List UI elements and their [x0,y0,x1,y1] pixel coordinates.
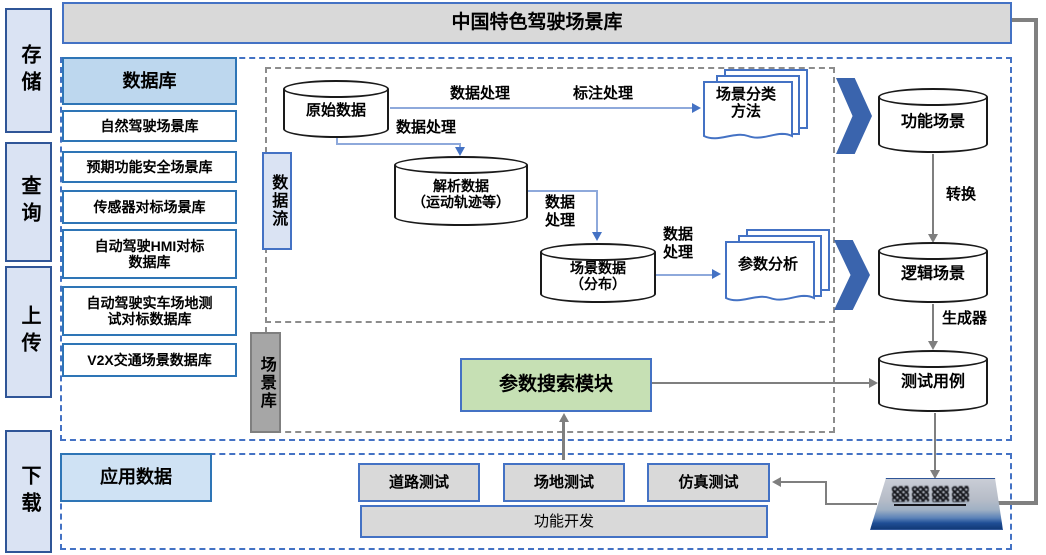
arrowhead [869,378,878,388]
database-item-field-test-benchmark: 自动驾驶实车场地测 试对标数据库 [62,286,237,336]
arrow-raw-to-parsed [459,143,461,149]
arrow-scene-to-analysis [656,274,714,276]
logo-glyph [931,485,950,503]
logical-scenario-cylinder: 逻辑场景 [878,242,988,303]
loop-connector [1034,18,1038,505]
arrow-logo-to-simtest [825,481,827,505]
edge-label-convert: 转换 [946,186,977,203]
arrow-parsed-to-scene [596,190,598,234]
logo-calligraphy-icon [891,485,970,503]
raw-data-cylinder: 原始数据 [283,80,389,138]
functional-scenario-cylinder: 功能场景 [878,88,988,153]
arrow-testcase-to-logo [934,413,936,471]
logo-glyph [891,485,910,503]
param-analysis-doc-stack: 参数分析 [722,228,834,314]
simulation-test-box: 仿真测试 [647,463,770,502]
raw-data-label: 原始数据 [305,102,366,120]
road-test-box: 道路测试 [358,463,480,502]
arrowhead [930,470,940,479]
function-development-box: 功能开发 [360,505,768,538]
parsed-data-cylinder: 解析数据 （运动轨迹等） [394,156,528,226]
test-case-cylinder: 测试用例 [878,350,988,412]
edge-label-data-process: 数据处理 [396,119,457,136]
database-item-sensor-benchmark: 传感器对标场景库 [62,190,237,224]
arrow-logo-to-simtest [780,481,827,483]
arrow-raw-to-parsed [336,143,461,145]
edge-label-data-process: 数据 处理 [545,194,576,229]
arrow-application-to-search [562,422,565,460]
scenario-library-frame [60,57,1012,441]
page-title: 中国特色驾驶场景库 [62,2,1012,44]
loop-connector [998,501,1038,505]
classification-doc-stack: 场景分类 方法 [700,68,812,152]
cylinder-shape [394,156,528,174]
loop-connector [1012,18,1038,22]
arrow-logo-to-simtest [825,503,877,505]
scene-data-label: 场景数据 （分布） [570,260,626,293]
cylinder-shape [283,80,389,98]
arrow-functional-to-logical [932,154,934,236]
cylinder-shape [540,243,656,261]
arrowhead [712,269,721,279]
edge-label-data-process: 数据 处理 [663,226,694,261]
application-data-header: 应用数据 [60,453,212,502]
arrowhead [928,234,938,243]
param-analysis-label: 参数分析 [737,256,798,273]
arrow-parsed-to-scene [528,190,598,192]
database-item-natural-driving: 自然驾驶场景库 [62,110,237,142]
scene-data-cylinder: 场景数据 （分布） [540,243,656,303]
arrowhead [455,147,465,156]
edge-label-generator: 生成器 [942,310,988,327]
data-flow-divider [265,321,835,323]
functional-scenario-label: 功能场景 [900,113,965,131]
arrowhead [928,341,938,350]
database-item-sotif: 预期功能安全场景库 [62,151,237,183]
arrow-search-to-testcase [652,382,870,384]
database-item-v2x-traffic: V2X交通场景数据库 [62,343,237,377]
data-flow-frame [265,67,835,433]
edge-label-annotate-process: 标注处理 [573,85,634,102]
rail-item-upload: 上传 [5,266,52,398]
edge-label-data-process: 数据处理 [450,85,511,102]
database-item-hmi-benchmark: 自动驾驶HMI对标 数据库 [62,229,237,279]
logo-glyph [911,485,930,503]
param-search-module: 参数搜索模块 [460,358,652,412]
arrow-raw-to-classification [390,107,692,109]
logical-scenario-label: 逻辑场景 [900,265,965,283]
rail-item-download: 下载 [5,430,52,553]
arrowhead [772,477,781,487]
arrow-raw-to-parsed [336,137,338,145]
brand-logo [870,478,1003,530]
rail-item-store: 存储 [5,8,52,133]
classification-label: 场景分类 方法 [715,86,776,121]
scenario-library-label: 场景库 [250,332,281,433]
arrowhead [592,232,602,241]
cylinder-shape [878,88,988,106]
cylinder-shape [878,242,988,260]
database-panel-header: 数据库 [62,57,237,105]
logo-glyph [951,485,970,503]
document-stack-icon [703,69,808,140]
arrowhead [692,103,701,113]
test-case-label: 测试用例 [900,373,965,391]
parsed-data-label: 解析数据 （运动轨迹等） [412,178,510,211]
arrow-logical-to-testcase [932,304,934,342]
document-stack-icon [725,229,830,302]
arrowhead [559,413,569,422]
cylinder-shape [878,350,988,368]
rail-item-query: 查询 [5,142,52,262]
field-test-box: 场地测试 [503,463,625,502]
data-flow-label: 数据流 [262,152,292,250]
logo-underline [894,504,966,506]
